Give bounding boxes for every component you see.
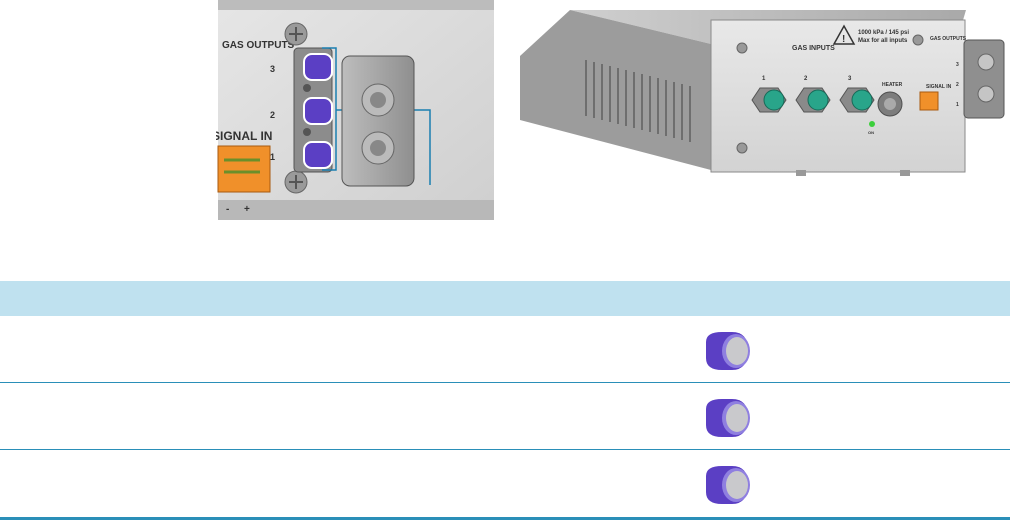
screw-icon	[736, 142, 748, 154]
purple-port-cap-icon	[706, 466, 750, 504]
gas-outputs-closeup-illustration: GAS OUTPUTS 3 2 1 SIGNAL IN - +	[216, 0, 494, 220]
output-number-2: 2	[956, 82, 959, 88]
output-connector-block	[963, 39, 1005, 119]
pressure-warning-line1: 1000 kPa / 145 psi	[858, 30, 909, 36]
polarity-plus: +	[244, 204, 250, 215]
svg-text:!: !	[842, 34, 845, 45]
table-row	[0, 450, 1010, 520]
port-number-3: 3	[270, 64, 275, 74]
gas-input-fitting-3	[839, 87, 875, 113]
port-number-1: 1	[270, 152, 275, 162]
signal-in-label-small: SIGNAL IN	[926, 84, 952, 90]
screw-icon	[736, 42, 748, 54]
polarity-minus: -	[226, 204, 229, 215]
table-row	[0, 383, 1010, 450]
table-header	[0, 281, 1010, 316]
output-port-3	[303, 53, 333, 81]
output-number-1: 1	[956, 102, 959, 108]
gas-outputs-header: GAS OUTPUTS	[222, 40, 295, 51]
purple-port-cap-icon	[706, 332, 750, 370]
output-number-3: 3	[956, 62, 959, 68]
gas-inputs-label: GAS INPUTS	[792, 45, 835, 52]
on-label: ON	[868, 130, 874, 135]
output-port-1	[303, 141, 333, 169]
heater-label: HEATER	[882, 82, 903, 88]
signal-in-connector	[217, 145, 271, 193]
gas-outputs-label-small: GAS OUTPUTS	[930, 36, 967, 42]
power-led-icon	[869, 121, 875, 127]
gas-input-fitting-2	[795, 87, 831, 113]
input-number-3: 3	[848, 76, 852, 82]
output-port-2	[303, 97, 333, 125]
purple-port-cap-icon	[706, 399, 750, 437]
pressure-warning-line2: Max for all inputs	[858, 38, 908, 44]
input-number-2: 2	[804, 76, 808, 82]
parts-table	[0, 281, 1010, 520]
connector-block	[341, 55, 415, 187]
warning-triangle-icon	[832, 24, 856, 45]
input-number-1: 1	[762, 76, 766, 82]
signal-in-connector-small	[919, 91, 939, 111]
port-number-2: 2	[270, 110, 275, 120]
signal-in-label: SIGNAL IN	[216, 129, 272, 143]
ventilation-slots	[585, 60, 691, 142]
unit-overview-illustration: GAS INPUTS ! 1000 kPa / 145 psi Max for …	[520, 10, 1005, 176]
table-row	[0, 316, 1010, 383]
screw-icon	[912, 34, 924, 46]
gas-input-fitting-1	[751, 87, 787, 113]
